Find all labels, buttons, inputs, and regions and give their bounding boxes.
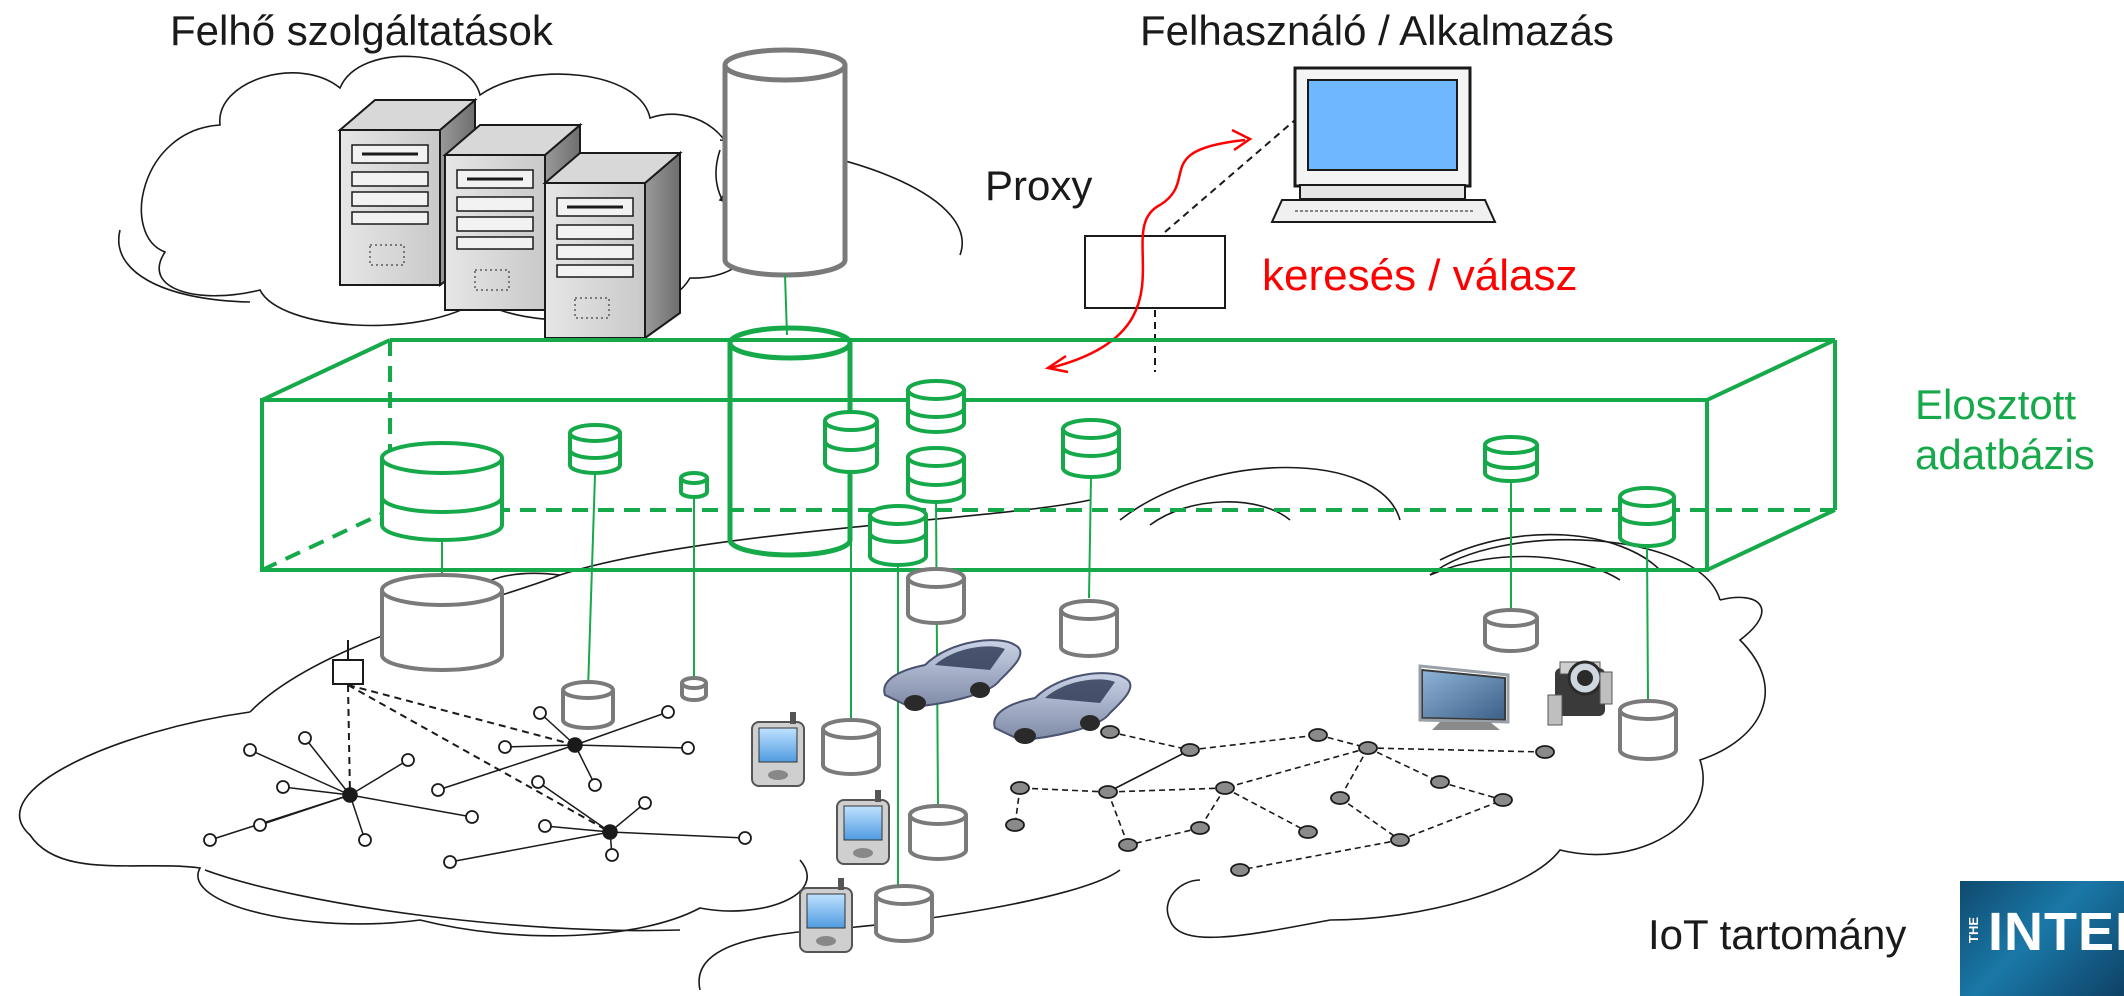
database-icon <box>1618 486 1676 548</box>
computer-monitor-icon <box>1270 66 1497 223</box>
iot-domain-label: IoT tartomány <box>1648 911 1907 958</box>
query-response-arrow <box>1044 128 1253 374</box>
proxy-box-icon <box>1084 235 1226 309</box>
database-icon <box>908 804 968 861</box>
logo-text: INTER <box>1988 902 2124 962</box>
car-icon <box>883 639 1022 711</box>
database-icon <box>1061 418 1121 479</box>
central-database-cylinder-icon <box>727 325 853 558</box>
query-response-label: keresés / válasz <box>1262 251 1578 300</box>
camcorder-icon <box>1547 660 1613 726</box>
database-icon <box>906 379 966 434</box>
proxy-computer-link <box>1164 119 1296 233</box>
cloud-services-label: Felhő szolgáltatások <box>170 7 553 54</box>
user-application-label: Felhasználó / Alkalmazás <box>1140 7 1614 54</box>
tv-icon <box>1418 664 1510 730</box>
gray-db-nodes <box>380 567 1678 943</box>
internet-of-things-logo: THE INTER <box>1960 881 2124 996</box>
server-tower-icon-3 <box>542 150 683 340</box>
proxy-label: Proxy <box>985 162 1093 209</box>
pda-icon <box>836 790 890 865</box>
database-icon <box>874 884 934 943</box>
database-icon <box>380 441 504 542</box>
distributed-database-label-line2: adatbázis <box>1915 431 2095 479</box>
database-icon <box>680 676 708 702</box>
mesh-network <box>1005 725 1555 877</box>
database-icon <box>561 680 615 730</box>
database-icon <box>823 410 879 474</box>
car-icon <box>993 672 1132 744</box>
database-icon <box>868 504 928 567</box>
pda-icon <box>751 712 805 787</box>
green-db-nodes <box>380 379 1676 567</box>
database-icon <box>821 718 881 776</box>
database-icon <box>380 573 504 672</box>
database-icon <box>679 471 709 499</box>
sensor-network-left <box>203 640 752 869</box>
pda-icon <box>799 878 853 953</box>
database-icon <box>1618 699 1678 761</box>
database-icon <box>1483 435 1539 483</box>
database-icon <box>1483 608 1539 653</box>
cloud-db-link <box>784 274 788 336</box>
cloud-database-cylinder-icon <box>722 47 848 278</box>
database-icon <box>568 423 622 475</box>
database-icon <box>1059 599 1119 658</box>
database-icon <box>906 446 966 504</box>
antenna-icon <box>332 640 364 685</box>
distributed-database-box <box>260 338 1837 572</box>
logo-side-text: THE <box>1966 917 1981 943</box>
distributed-database-label-line1: Elosztott <box>1915 381 2077 428</box>
distributed-database-label: Elosztott adatbázis <box>1915 380 2095 481</box>
database-icon <box>906 567 966 625</box>
